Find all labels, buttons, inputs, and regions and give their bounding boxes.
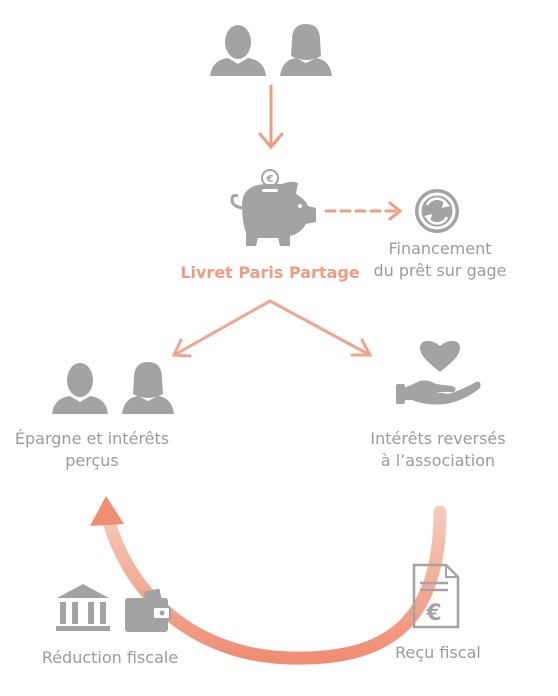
person-female-icon (280, 24, 332, 76)
piggy-bank-icon (230, 181, 316, 246)
person-male-icon (52, 363, 108, 414)
bank-icon (56, 584, 110, 631)
financement-label-line1: Financement (388, 239, 492, 258)
refresh-cycle-icon (415, 189, 459, 233)
recu-label: Reçu fiscal (395, 643, 481, 662)
interets-label-line1: Intérêts reversés (370, 429, 506, 448)
interets-label: Intérêts reversés à l’association (358, 428, 518, 472)
return-arrow (90, 496, 447, 665)
epargne-label-line1: Épargne et intérêts (14, 429, 170, 448)
savers-top-icon (210, 24, 332, 76)
receipt-euro-icon: € (412, 563, 460, 629)
epargne-label-line2: perçus (65, 451, 119, 470)
reduction-label: Réduction fiscale (41, 648, 179, 667)
financement-label-line2: du prêt sur gage (373, 261, 507, 280)
euro-coin-icon: € (261, 169, 279, 187)
livret-label: Livret Paris Partage (180, 263, 360, 282)
svg-text:€: € (266, 174, 274, 185)
wallet-icon (125, 588, 171, 632)
person-male-icon (210, 25, 266, 76)
arrow-to-livret (258, 84, 284, 150)
arrows-split (171, 299, 373, 358)
epargne-label: Épargne et intérêts perçus (12, 428, 172, 472)
svg-text:€: € (425, 601, 441, 626)
hand-heart-icon (396, 340, 481, 405)
arrow-to-financement (324, 201, 403, 221)
savers-left-icon (52, 362, 174, 414)
interets-label-line2: à l’association (380, 451, 496, 470)
person-female-icon (122, 362, 174, 414)
financement-label: Financement du prêt sur gage (360, 238, 520, 282)
